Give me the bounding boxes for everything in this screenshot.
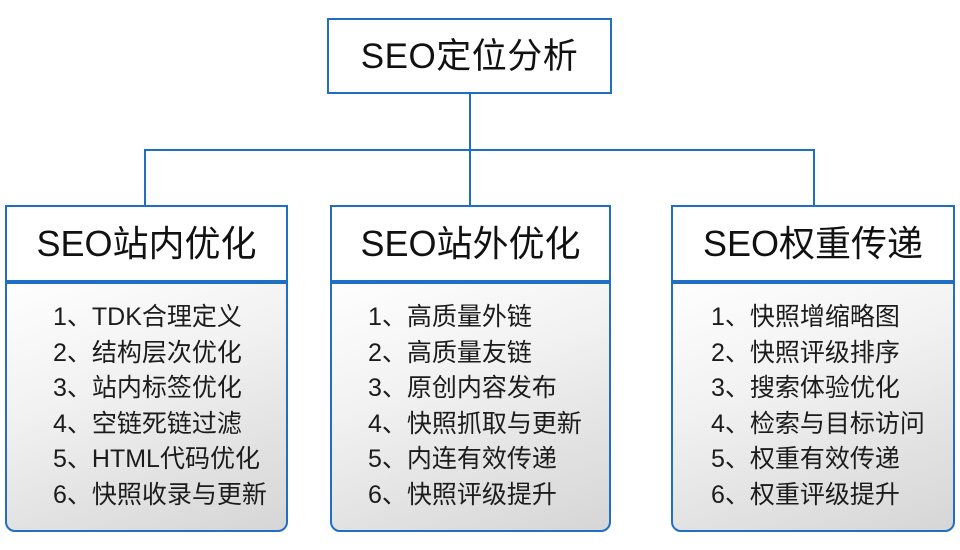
- list-item: 1、高质量外链: [368, 303, 532, 331]
- list-item: 4、空链死链过滤: [53, 409, 242, 438]
- list-item: 1、TDK合理定义: [53, 303, 242, 331]
- connector-drop-right: [813, 149, 815, 206]
- branch-item-list: 1、高质量外链 2、高质量友链 3、原创内容发布 4、快照抓取与更新 5、内连有…: [332, 300, 582, 513]
- list-item: 2、高质量友链: [368, 338, 532, 367]
- branch-item-list: 1、TDK合理定义 2、结构层次优化 3、站内标签优化 4、空链死链过滤 5、H…: [7, 300, 267, 513]
- branch-column-onsite: SEO站内优化 1、TDK合理定义 2、结构层次优化 3、站内标签优化 4、空链…: [5, 205, 288, 532]
- list-item: 2、快照评级排序: [711, 338, 900, 367]
- list-item: 3、站内标签优化: [53, 374, 242, 402]
- list-item: 6、快照评级提升: [368, 480, 557, 509]
- branch-header-label: SEO站外优化: [360, 222, 581, 264]
- list-item: 5、HTML代码优化: [53, 445, 260, 473]
- connector-drop-middle: [469, 149, 471, 206]
- list-item: 5、内连有效传递: [368, 445, 557, 473]
- branch-header-onsite[interactable]: SEO站内优化: [5, 205, 288, 282]
- branch-body-weight-transfer: 1、快照增缩略图 2、快照评级排序 3、搜索体验优化 4、检索与目标访问 5、权…: [671, 282, 955, 532]
- connector-horizontal-bus: [144, 149, 815, 151]
- branch-body-onsite: 1、TDK合理定义 2、结构层次优化 3、站内标签优化 4、空链死链过滤 5、H…: [5, 282, 288, 532]
- list-item: 4、快照抓取与更新: [368, 409, 582, 438]
- branch-item-list: 1、快照增缩略图 2、快照评级排序 3、搜索体验优化 4、检索与目标访问 5、权…: [673, 300, 925, 513]
- list-item: 3、搜索体验优化: [711, 374, 900, 402]
- connector-drop-left: [144, 149, 146, 206]
- list-item: 5、权重有效传递: [711, 445, 900, 473]
- branch-column-weight-transfer: SEO权重传递 1、快照增缩略图 2、快照评级排序 3、搜索体验优化 4、检索与…: [671, 205, 955, 532]
- list-item: 1、快照增缩略图: [711, 303, 900, 331]
- list-item: 4、检索与目标访问: [711, 409, 925, 438]
- list-item: 6、权重评级提升: [711, 480, 900, 509]
- branch-body-offsite: 1、高质量外链 2、高质量友链 3、原创内容发布 4、快照抓取与更新 5、内连有…: [330, 282, 611, 532]
- branch-column-offsite: SEO站外优化 1、高质量外链 2、高质量友链 3、原创内容发布 4、快照抓取与…: [330, 205, 611, 532]
- list-item: 3、原创内容发布: [368, 374, 557, 402]
- root-node-seo-positioning[interactable]: SEO定位分析: [327, 18, 612, 94]
- root-node-label: SEO定位分析: [360, 36, 579, 76]
- branch-header-offsite[interactable]: SEO站外优化: [330, 205, 611, 282]
- branch-header-label: SEO权重传递: [702, 222, 924, 264]
- branch-header-label: SEO站内优化: [36, 222, 257, 264]
- list-item: 6、快照收录与更新: [53, 480, 267, 509]
- branch-header-weight-transfer[interactable]: SEO权重传递: [671, 205, 955, 282]
- list-item: 2、结构层次优化: [53, 338, 242, 367]
- connector-root-stem: [469, 93, 471, 151]
